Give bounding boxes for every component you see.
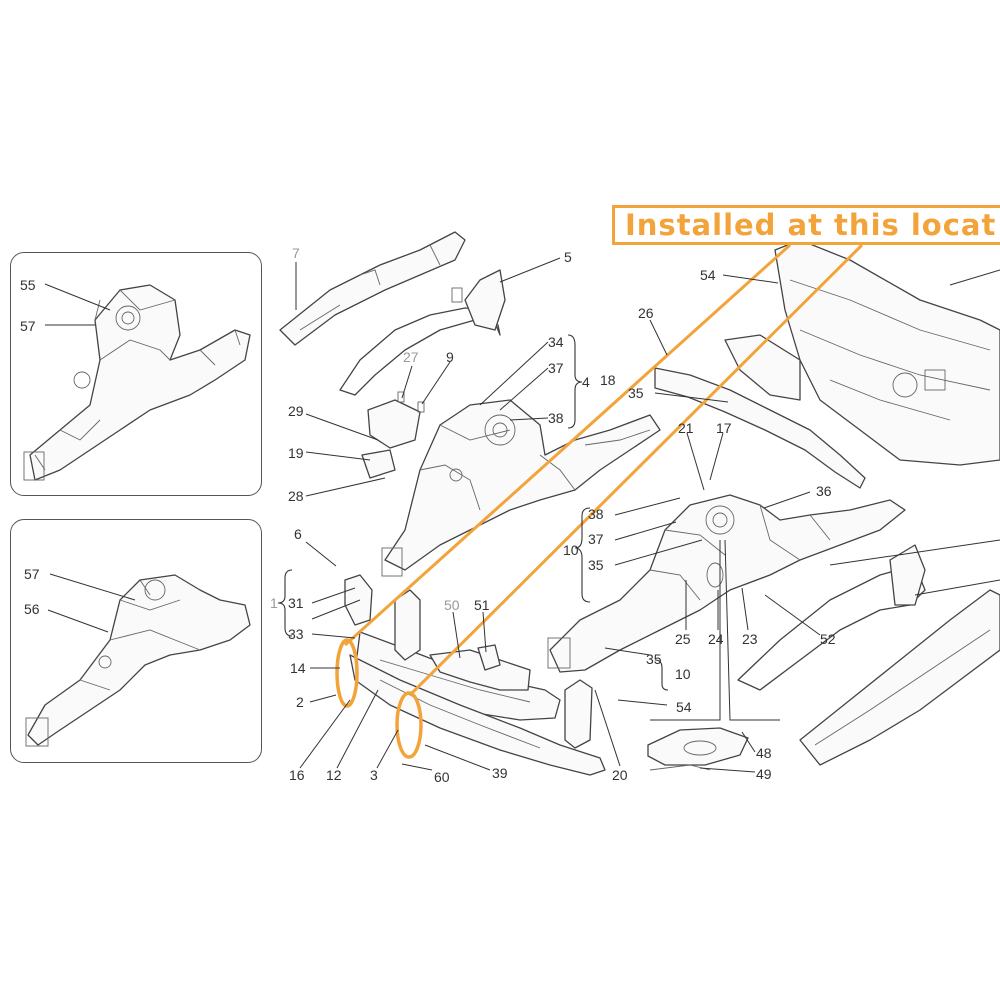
label-29: 29	[288, 403, 304, 419]
part-50-51-crossmember-drawing	[429, 644, 531, 691]
label-38-upper: 38	[548, 410, 564, 426]
right-wheelhouse-drawing	[737, 544, 1000, 766]
label-51: 51	[474, 597, 490, 613]
label-27: 27	[403, 349, 419, 365]
label-6: 6	[294, 526, 302, 542]
label-7: 7	[292, 245, 300, 261]
label-57-inset-top: 57	[20, 318, 36, 334]
highlight-leaders	[335, 243, 864, 759]
label-34: 34	[548, 334, 564, 350]
firewall-panel-drawing	[774, 239, 1000, 466]
inset-bottom-assembly-drawing	[25, 574, 251, 747]
label-49: 49	[756, 766, 772, 782]
label-16: 16	[289, 767, 305, 783]
part-number-labels: 55 57 57 56 7 5 27 9 29 19 28 34 37 38 4…	[20, 245, 836, 785]
part-39-lower-beam-drawing	[349, 654, 606, 776]
label-21: 21	[678, 420, 694, 436]
label-23: 23	[742, 631, 758, 647]
leader-lines	[44, 257, 1000, 773]
highlight-ring-left	[335, 638, 359, 708]
label-35-middle: 35	[588, 557, 604, 573]
label-2: 2	[296, 694, 304, 710]
label-9: 9	[446, 349, 454, 365]
inset-top-assembly-drawing	[23, 284, 251, 481]
label-54-upper: 54	[700, 267, 716, 283]
label-35-upper: 35	[628, 385, 644, 401]
label-17: 17	[716, 420, 732, 436]
callout-banner: Installed at this locat	[612, 205, 1000, 245]
label-20: 20	[612, 767, 628, 783]
label-24: 24	[708, 631, 724, 647]
part-48-49-plate-drawing	[647, 727, 749, 771]
label-60: 60	[434, 769, 450, 785]
label-31: 31	[288, 595, 304, 611]
bracket-parts-drawing	[361, 391, 425, 479]
label-50: 50	[444, 597, 460, 613]
label-39: 39	[492, 765, 508, 781]
label-35-lower: 35	[646, 651, 662, 667]
label-54-lower: 54	[676, 699, 692, 715]
label-10-lower: 10	[675, 666, 691, 682]
label-14: 14	[290, 660, 306, 676]
part-7-upper-rail-drawing	[279, 231, 466, 346]
highlight-ring-right	[395, 691, 423, 759]
label-26: 26	[638, 305, 654, 321]
label-5: 5	[564, 249, 572, 265]
label-48: 48	[756, 745, 772, 761]
part-5-wheelhouse-drawing	[339, 269, 506, 396]
label-25: 25	[675, 631, 691, 647]
label-28: 28	[288, 488, 304, 504]
label-1: 1	[270, 595, 278, 611]
label-4: 4	[582, 374, 590, 390]
label-12: 12	[326, 767, 342, 783]
label-57-inset-bottom: 57	[24, 566, 40, 582]
label-10-upper: 10	[563, 542, 579, 558]
label-37-lower: 37	[588, 531, 604, 547]
label-19: 19	[288, 445, 304, 461]
label-3: 3	[370, 767, 378, 783]
part-10-right-structure-drawing	[547, 494, 906, 673]
label-56: 56	[24, 601, 40, 617]
label-38-lower: 38	[588, 506, 604, 522]
label-18: 18	[600, 372, 616, 388]
label-55: 55	[20, 277, 36, 293]
label-36: 36	[816, 483, 832, 499]
label-37-upper: 37	[548, 360, 564, 376]
label-33: 33	[288, 626, 304, 642]
label-52: 52	[820, 631, 836, 647]
